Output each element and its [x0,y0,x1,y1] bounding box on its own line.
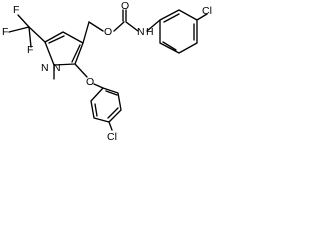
atom-cl-top: Cl [202,5,212,17]
atom-n-carbamate: N [137,26,145,38]
lower-phenyl-double-bonds [94,90,119,119]
ch2-bond [82,21,90,44]
atom-o-ether-ring: O [86,76,94,88]
atom-n-pyrazole-2: N [53,62,61,74]
right-phenyl-ring [159,9,198,54]
atom-n-pyrazole-1: N [41,62,49,74]
structure-canvas: F F F N N O O O N H Cl Cl [0,0,216,144]
cf3-bonds [8,14,32,48]
pyrazole-double-bond-2 [71,44,81,63]
nh-ring-bond [146,19,161,32]
right-phenyl-cl-bond [196,13,208,21]
chemical-structure-diagram: F F F N N O O O N H Cl Cl [2,0,212,143]
bond-lines [8,9,208,131]
carbonyl-nh-bond [125,21,139,32]
pyrazole-ring [44,31,84,66]
o-carbonyl-carbon-bond [113,21,125,32]
atom-f-left: F [2,26,8,38]
atom-f-middle: F [27,44,33,56]
pyrazole-double-bond-1 [48,35,65,44]
atom-labels: F F F N N O O O N H Cl Cl [2,0,212,143]
right-phenyl-double-bonds [162,13,195,51]
o-phenyl-bond [93,83,104,89]
lower-phenyl-cl-bond [108,121,113,131]
atom-cl-bottom: Cl [107,131,117,143]
ch2-o-bond [88,21,104,32]
atom-f-top: F [13,4,19,16]
atom-o-carbamate-link: O [104,26,112,38]
atom-h-carbamate: H [146,26,154,38]
atom-o-carbonyl: O [121,0,129,12]
cf3-to-ring-bond [28,26,46,43]
carbonyl-double-bond [122,9,127,22]
ring-o-bond [74,63,88,78]
